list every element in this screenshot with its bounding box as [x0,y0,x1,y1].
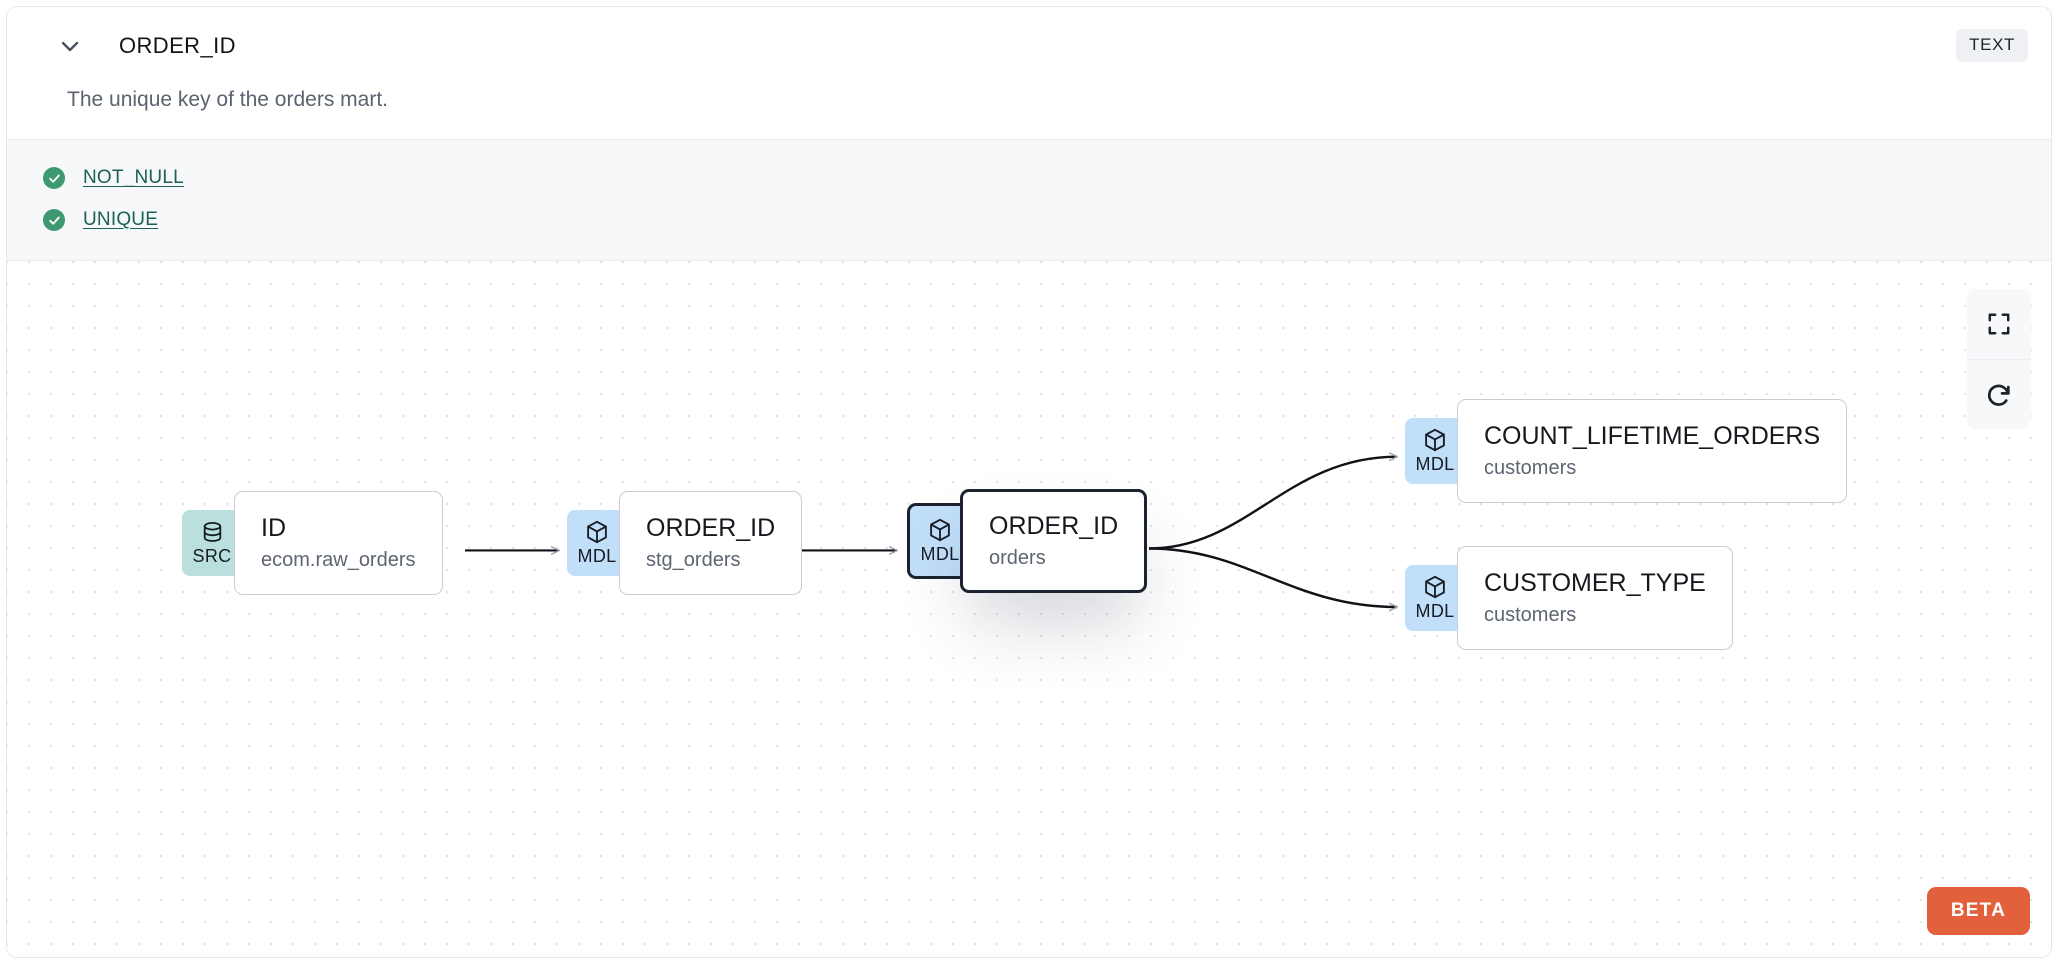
lineage-node-orders[interactable]: MDL ORDER_ID orders [907,489,1148,593]
panel-header: ORDER_ID TEXT The unique key of the orde… [7,7,2051,139]
column-detail-panel: ORDER_ID TEXT The unique key of the orde… [6,6,2052,958]
node-kind-badge-src: SRC [182,510,242,576]
node-model-name: customers [1484,456,1577,479]
canvas-controls [1967,289,2031,429]
node-body: ORDER_ID stg_orders [619,491,803,595]
node-body: ORDER_ID orders [960,489,1148,593]
node-kind-label: MDL [920,544,960,564]
node-kind-label: SRC [192,545,232,566]
node-column-name: CUSTOMER_TYPE [1484,568,1706,597]
fullscreen-icon [1988,313,2010,335]
database-icon [203,521,221,542]
lineage-graph: SRC ID ecom.raw_orders MDL [7,261,2051,957]
cube-icon [587,520,607,544]
node-column-name: COUNT_LIFETIME_ORDERS [1484,421,1821,450]
cube-icon [1425,575,1445,599]
lineage-node-stg-orders[interactable]: MDL ORDER_ID stg_orders [567,491,803,595]
node-model-name: stg_orders [646,548,741,571]
node-column-name: ORDER_ID [646,513,776,542]
lineage-node-customer-type[interactable]: MDL CUSTOMER_TYPE customers [1405,546,1733,650]
cube-icon [1425,428,1445,452]
node-kind-label: MDL [1415,454,1455,474]
column-type-badge: TEXT [1956,29,2028,62]
fullscreen-button[interactable] [1967,289,2031,359]
node-model-name: orders [989,546,1046,569]
edge-orders-to-count-lifetime-orders [1148,457,1397,550]
node-model-name: ecom.raw_orders [261,548,416,571]
refresh-button[interactable] [1967,359,2031,429]
page-title: ORDER_ID [119,33,236,58]
node-body: COUNT_LIFETIME_ORDERS customers [1457,399,1848,503]
tests-list: NOT_NULL UNIQUE [7,139,2051,261]
node-kind-label: MDL [577,546,617,566]
node-kind-badge-mdl: MDL [907,503,970,579]
edge-orders-to-customer-type [1148,547,1397,607]
beta-badge[interactable]: BETA [1926,887,2030,935]
node-kind-badge-mdl: MDL [1405,418,1465,484]
lineage-canvas[interactable]: SRC ID ecom.raw_orders MDL [7,261,2051,957]
node-column-name: ID [261,513,286,542]
test-link-not-null[interactable]: NOT_NULL [83,167,184,188]
node-model-name: customers [1484,603,1577,626]
test-row: UNIQUE [7,199,2051,241]
node-body: ID ecom.raw_orders [234,491,443,595]
node-kind-label: MDL [1415,601,1455,621]
node-body: CUSTOMER_TYPE customers [1457,546,1733,650]
test-row: NOT_NULL [7,157,2051,199]
lineage-node-src-id[interactable]: SRC ID ecom.raw_orders [182,491,443,595]
node-kind-badge-mdl: MDL [1405,565,1465,631]
test-link-unique[interactable]: UNIQUE [83,209,159,230]
lineage-node-count-lifetime-orders[interactable]: MDL COUNT_LIFETIME_ORDERS customers [1405,399,1848,503]
node-kind-badge-mdl: MDL [567,510,627,576]
chevron-down-icon[interactable] [55,31,85,61]
node-column-name: ORDER_ID [989,511,1119,540]
column-description: The unique key of the orders mart. [67,88,388,111]
check-circle-icon [43,167,65,189]
check-circle-icon [43,209,65,231]
title-row: ORDER_ID [33,29,2025,63]
cube-icon [930,518,950,542]
lineage-edges [465,261,2051,957]
refresh-icon [1987,384,2010,406]
